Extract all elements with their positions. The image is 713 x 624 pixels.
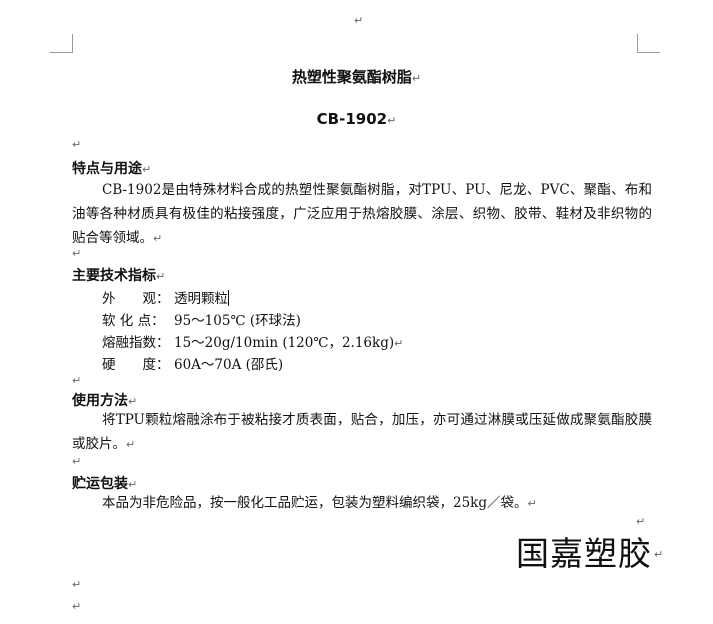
page-corner-top-left <box>50 34 73 53</box>
paragraph-mark: ↵ <box>72 138 82 151</box>
paragraph-mark: ↵ <box>394 337 404 350</box>
spec-row-hardness: 硬 度：60A～70A (邵氏) <box>102 353 283 373</box>
section-heading-text: 主要技术指标 <box>72 268 156 284</box>
product-model: CB-1902↵ <box>0 110 713 128</box>
paragraph-mark: ↵ <box>72 247 82 260</box>
paragraph-mark: ↵ <box>72 578 82 591</box>
text-cursor <box>228 290 229 306</box>
spec-value: 60A～70A (邵氏) <box>174 357 284 373</box>
spec-label: 软 化 点： <box>102 313 165 329</box>
paragraph-mark: ↵ <box>387 114 397 127</box>
section-heading-storage: 贮运包装↵ <box>72 473 137 493</box>
features-paragraph: CB-1902是由特殊材料合成的热塑性聚氨酯树脂，对TPU、PU、尼龙、PVC、… <box>72 178 652 251</box>
document-title-text: 热塑性聚氨酯树脂 <box>291 68 412 86</box>
paragraph-mark: ↵ <box>72 374 82 387</box>
spec-label: 熔融指数： <box>102 335 170 351</box>
paragraph-mark: ↵ <box>72 600 82 613</box>
spec-label: 硬 度： <box>102 357 170 373</box>
paragraph-mark: ↵ <box>128 478 138 491</box>
paragraph-mark: ↵ <box>142 163 152 176</box>
storage-paragraph-text: 本品为非危险品，按一般化工品贮运，包装为塑料编织袋，25kg／袋。 <box>102 495 528 511</box>
paragraph-mark: ↵ <box>354 14 364 27</box>
paragraph-mark: ↵ <box>153 232 163 245</box>
section-heading-usage: 使用方法↵ <box>72 390 137 410</box>
spec-row-appearance: 外 观：透明颗粒 <box>102 287 229 307</box>
section-heading-text: 贮运包装 <box>72 476 128 492</box>
paragraph-mark: ↵ <box>72 455 82 468</box>
paragraph-mark: ↵ <box>128 395 138 408</box>
paragraph-mark: ↵ <box>156 270 166 283</box>
section-heading-text: 使用方法 <box>72 393 128 409</box>
paragraph-mark: ↵ <box>636 515 646 528</box>
section-heading-specs: 主要技术指标↵ <box>72 265 165 285</box>
paragraph-mark: ↵ <box>654 548 664 561</box>
company-name: 国嘉塑胶 <box>516 534 652 573</box>
product-model-text: CB-1902 <box>316 110 388 128</box>
paragraph-mark: ↵ <box>126 438 136 451</box>
section-heading-features: 特点与用途↵ <box>72 158 151 178</box>
spec-value: 15～20g/10min (120℃，2.16kg) <box>174 335 395 351</box>
features-paragraph-text: CB-1902是由特殊材料合成的热塑性聚氨酯树脂，对TPU、PU、尼龙、PVC、… <box>72 182 652 246</box>
spec-value: 95～105℃ (环球法) <box>174 313 301 329</box>
document-title: 热塑性聚氨酯树脂↵ <box>0 66 713 87</box>
spec-row-melt-index: 熔融指数：15～20g/10min (120℃，2.16kg)↵ <box>102 331 403 351</box>
paragraph-mark: ↵ <box>411 72 422 85</box>
usage-paragraph-text: 将TPU颗粒熔融涂布于被粘接才质表面，贴合，加压，亦可通过淋膜或压延做成聚氨酯胶… <box>72 412 652 452</box>
storage-paragraph: 本品为非危险品，按一般化工品贮运，包装为塑料编织袋，25kg／袋。↵ <box>72 491 652 516</box>
spec-label: 外 观： <box>102 291 170 307</box>
spec-value: 透明颗粒 <box>174 291 228 307</box>
usage-paragraph: 将TPU颗粒熔融涂布于被粘接才质表面，贴合，加压，亦可通过淋膜或压延做成聚氨酯胶… <box>72 408 652 457</box>
page-corner-top-right <box>637 34 660 53</box>
paragraph-mark: ↵ <box>527 497 537 510</box>
section-heading-text: 特点与用途 <box>72 161 142 177</box>
spec-row-softening-point: 软 化 点： 95～105℃ (环球法) <box>102 309 301 329</box>
